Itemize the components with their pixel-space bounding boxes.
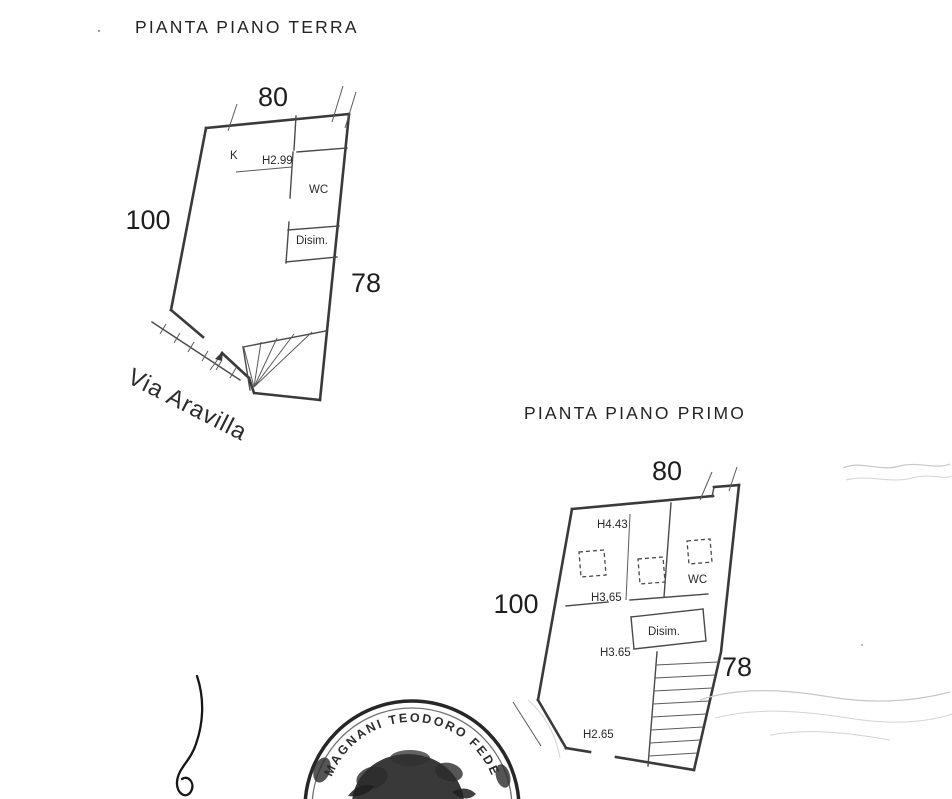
ground-room-k-label: K [230, 150, 238, 162]
first-plan-title: PIANTA PIANO PRIMO [524, 403, 746, 423]
ground-plan-stairs [242, 330, 327, 391]
first-height-top-label: H4.43 [597, 519, 628, 531]
first-disim-label: Disim. [648, 626, 680, 638]
ground-height-label: H2.99 [262, 155, 293, 167]
ground-plan-title: PIANTA PIANO TERRA [135, 17, 359, 37]
ground-disim-label: Disim. [296, 235, 328, 247]
notary-stamp: MAGNANI TEODORO FEDERICO [0, 0, 521, 799]
ground-dim-left: 100 [125, 205, 170, 235]
ground-plan-walls [169, 112, 351, 402]
ground-wc-label: WC [309, 184, 328, 196]
first-wc-label: WC [688, 574, 707, 586]
signature [175, 674, 204, 797]
ground-plan-dimension-ticks [227, 85, 357, 132]
first-height-mid-label: H3.65 [591, 592, 622, 604]
first-dim-left: 100 [493, 589, 538, 619]
first-plan-stairs [647, 651, 719, 767]
stamp-arc-text: MAGNANI TEODORO FEDERICO [0, 0, 500, 779]
ground-dim-top: 80 [258, 82, 288, 112]
first-plan-dimension-ticks [699, 466, 738, 501]
first-height-low-label: H3.65 [600, 647, 631, 659]
ground-dim-right: 78 [351, 268, 381, 298]
first-plan-walls [512, 483, 741, 772]
first-plan-roof-window-symbols [578, 538, 713, 585]
entrance-arrow [209, 351, 223, 371]
ground-plan-street-curb [151, 321, 241, 381]
first-dim-right: 78 [722, 652, 752, 682]
first-height-bottom-label: H2.65 [583, 729, 614, 741]
scan-artifacts [97, 29, 952, 759]
stamp-emblem-blobs [313, 750, 511, 799]
first-dim-top: 80 [652, 456, 682, 486]
